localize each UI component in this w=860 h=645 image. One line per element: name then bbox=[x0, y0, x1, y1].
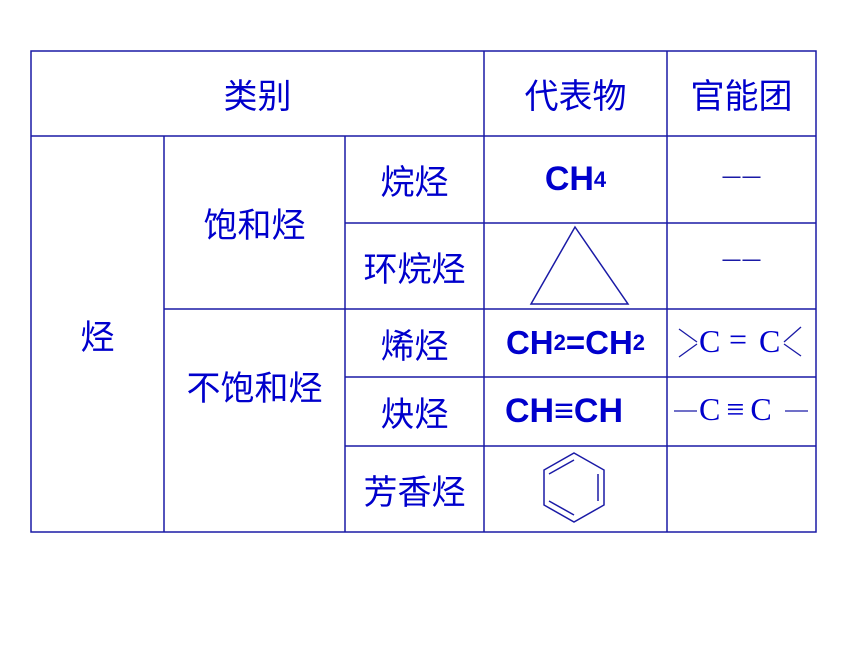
formula-methane-main: CH bbox=[544, 160, 594, 198]
header-functional-group: 官能团 bbox=[690, 77, 793, 117]
group-aromatic bbox=[667, 446, 816, 532]
alkene-c-left: C bbox=[699, 323, 721, 359]
cyclopropane-triangle-icon bbox=[529, 225, 630, 305]
formula-ethylene-part1: CH bbox=[505, 324, 554, 361]
group-alkene: C = C bbox=[667, 309, 816, 377]
cell-hydrocarbon: 烃 bbox=[80, 317, 115, 358]
group-alkane: —— bbox=[721, 164, 762, 188]
cell-aromatic-name: 芳香烃 bbox=[363, 472, 466, 513]
cell-cycloalkane-name: 环烷烃 bbox=[363, 249, 466, 290]
group-alkyne: C≡C bbox=[667, 377, 816, 446]
cell-saturated: 饱和烃 bbox=[203, 206, 306, 246]
alkene-c-right: C bbox=[759, 323, 781, 359]
header-representative: 代表物 bbox=[524, 77, 627, 117]
cell-unsaturated: 不饱和烃 bbox=[186, 369, 323, 409]
header-category: 类别 bbox=[223, 77, 292, 117]
group-cycloalkane: —— bbox=[721, 247, 762, 271]
cell-alkyne-name: 炔烃 bbox=[380, 395, 449, 435]
alkyne-group-text: C≡C bbox=[699, 391, 778, 427]
alkene-bond-lines bbox=[678, 326, 802, 358]
benzene-ring-icon bbox=[543, 452, 605, 523]
formula-ethylene-part2: =CH bbox=[565, 324, 633, 361]
alkyne-bond-lines bbox=[674, 410, 808, 412]
alkene-bond: = bbox=[729, 321, 748, 357]
formula-acetylene: CH≡CH bbox=[504, 392, 624, 430]
cell-alkene-name: 烯烃 bbox=[380, 326, 449, 367]
table-border bbox=[30, 50, 817, 533]
cell-alkane-name: 烷烃 bbox=[380, 163, 449, 203]
